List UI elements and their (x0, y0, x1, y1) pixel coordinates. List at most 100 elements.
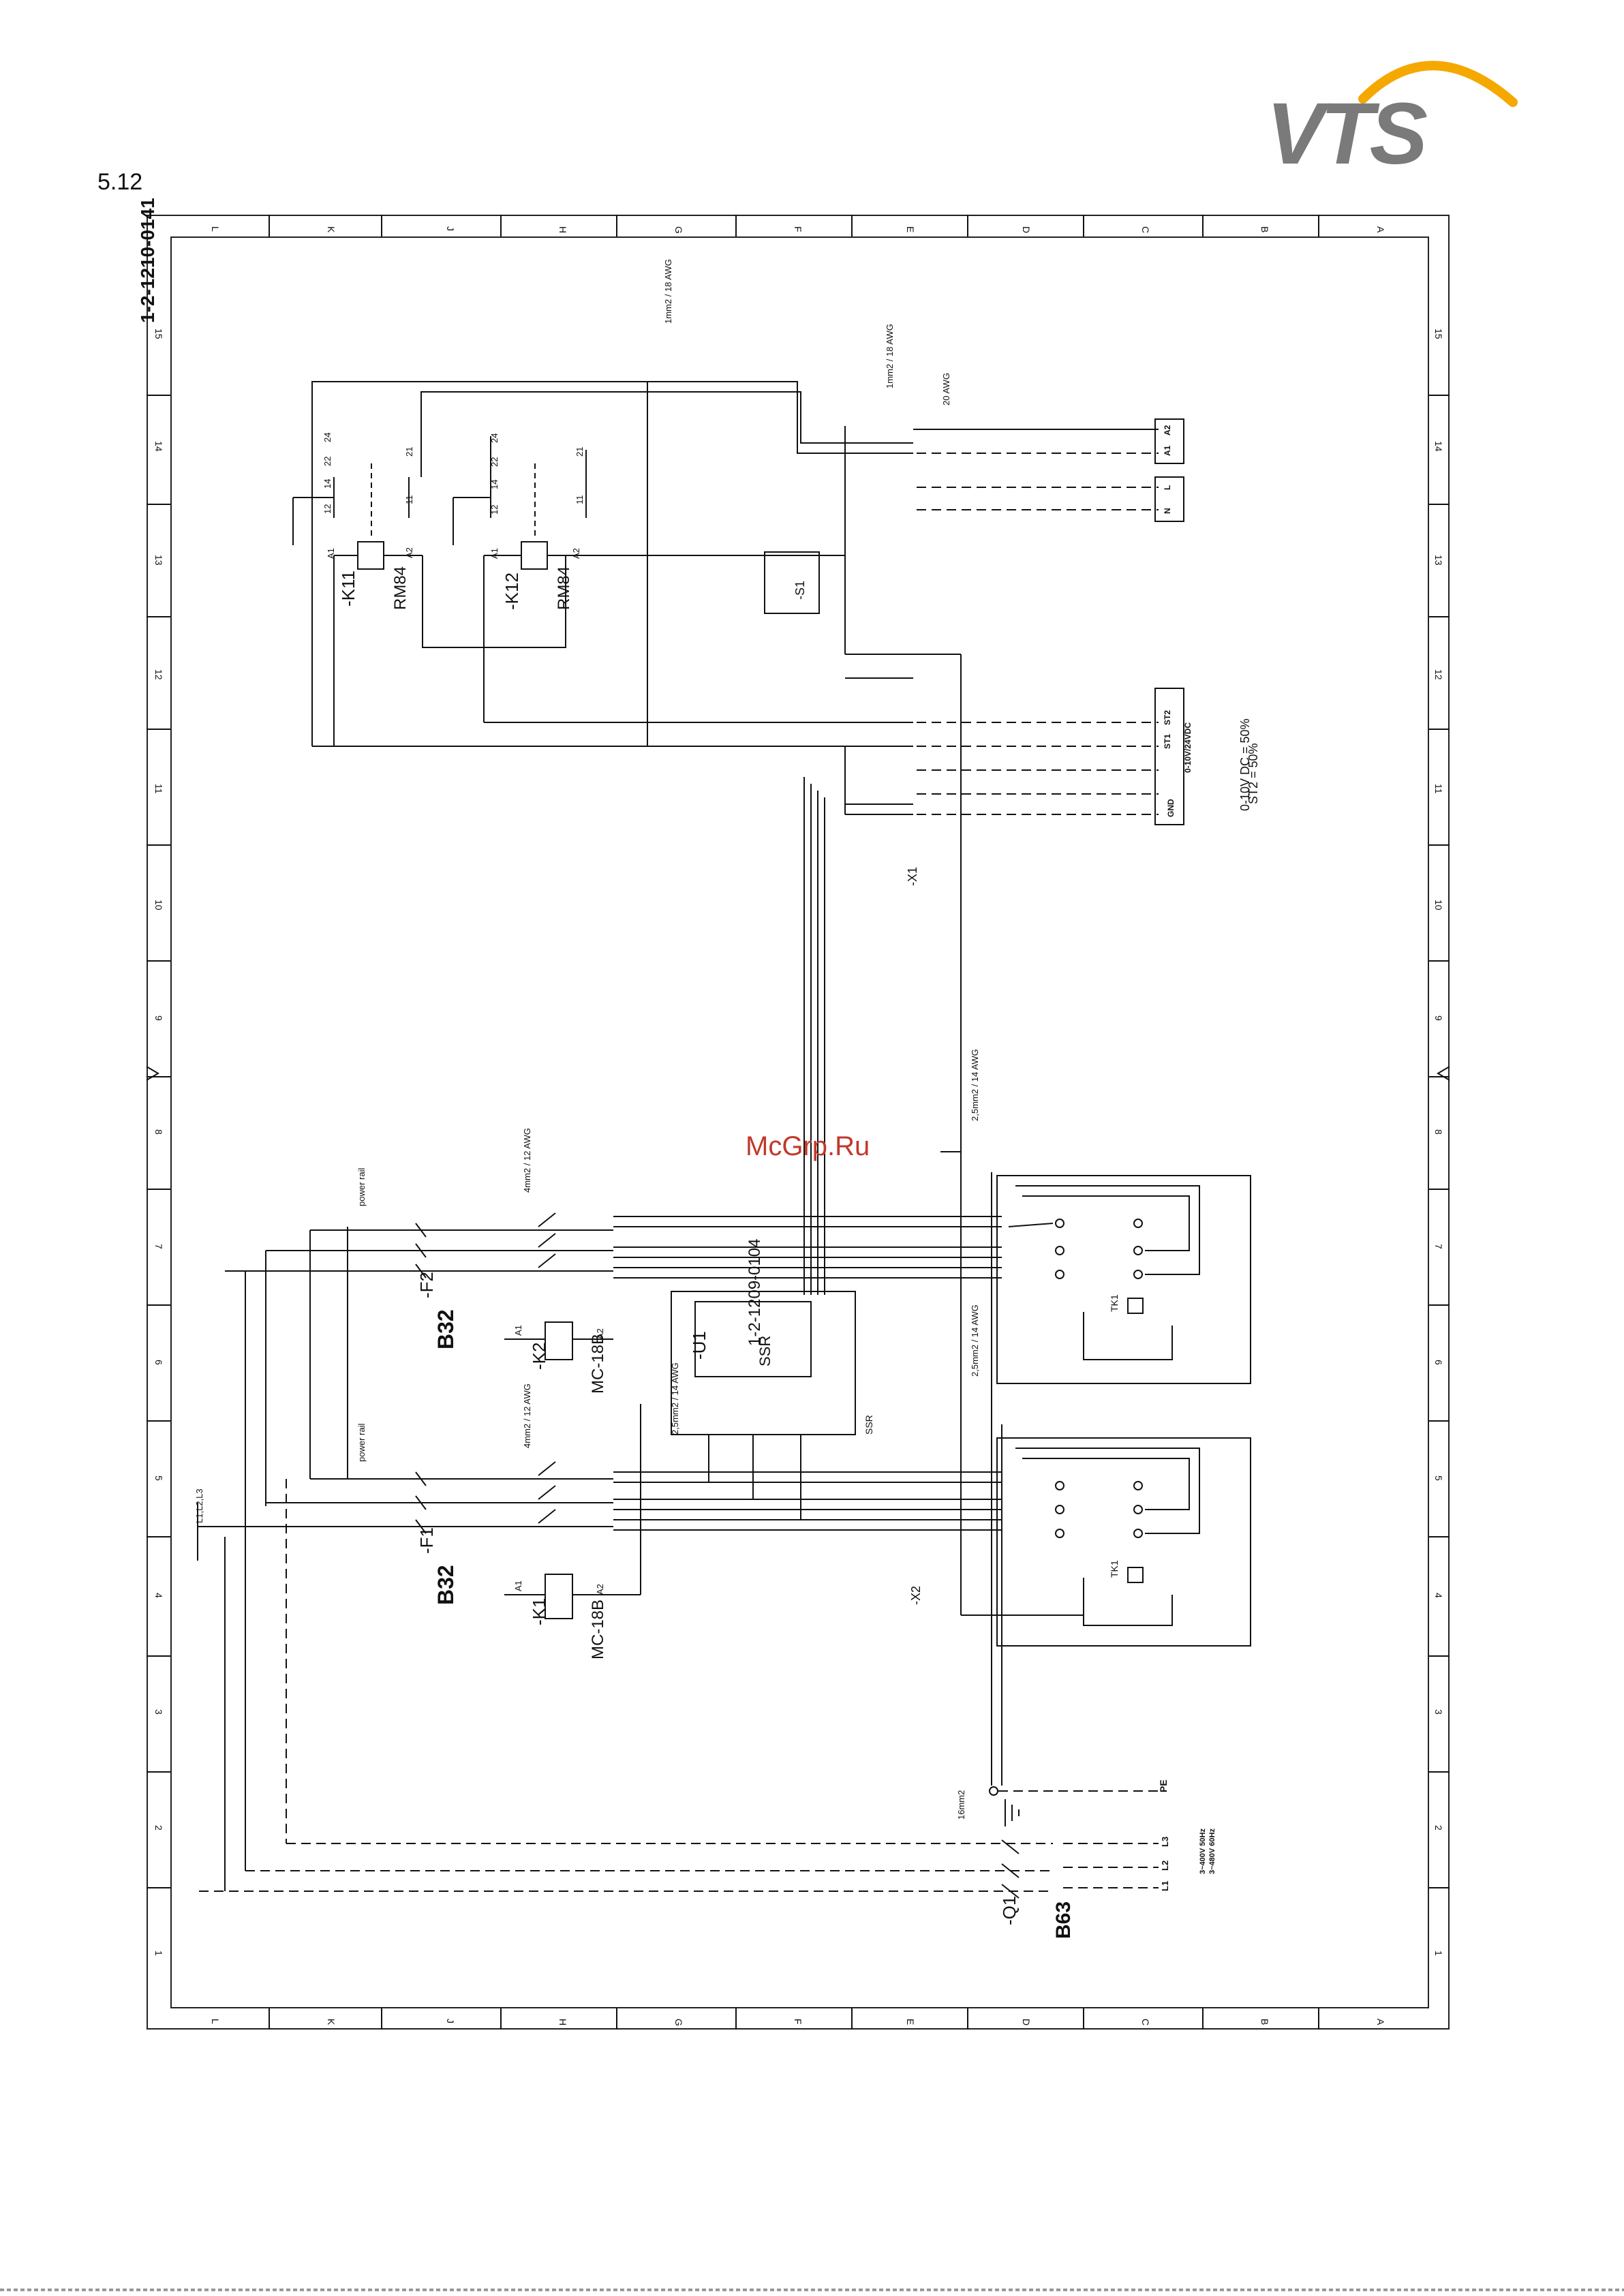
row-letter: L (210, 226, 221, 232)
pe-label: PE (1158, 1779, 1169, 1792)
vts-logo: VTS (1266, 85, 1428, 183)
supply-line-label: L3 (1160, 1837, 1170, 1847)
supply-line-label: L2 (1160, 1861, 1170, 1871)
watermark: McGrp.Ru (746, 1131, 870, 1161)
column-number: 9 (1433, 1015, 1444, 1021)
coil-terminal: A1 (513, 1580, 523, 1591)
row-letter: E (905, 226, 916, 232)
wire-label: 16mm2 (956, 1790, 966, 1820)
drawing-inner-frame (170, 236, 1429, 2008)
row-letters-bottom: L K J H G F E D C B A (210, 2019, 1386, 2026)
column-number: 12 (153, 669, 164, 680)
column-number: 7 (153, 1244, 164, 1249)
row-letter: D (1021, 226, 1032, 233)
wire-label: 20 AWG (941, 373, 951, 405)
contact-number: 22 (489, 457, 500, 467)
terminal-label: A2 (1163, 425, 1172, 435)
row-letter: C (1140, 226, 1151, 233)
breaker-rating: B32 (433, 1565, 458, 1605)
contactor-tag: -K1 (529, 1598, 549, 1625)
row-letter: F (793, 226, 803, 232)
column-number: 14 (153, 441, 164, 452)
contact-number: 11 (574, 495, 585, 505)
supply-spec: 3~480V 60Hz (1208, 1828, 1216, 1874)
coil-terminal: A2 (595, 1584, 605, 1595)
column-number: 11 (1433, 784, 1444, 794)
row-letter: H (557, 2019, 568, 2025)
column-number: 8 (153, 1129, 164, 1135)
control-wiring: -K11 RM84 -K12 RM84 A1 A2 A1 A2 12 14 22… (292, 381, 1159, 1285)
breaker-rating: B32 (433, 1309, 458, 1349)
contact-number: 12 (322, 504, 333, 514)
relay-type: RM84 (391, 566, 410, 610)
contactor-type: MC-18B (589, 1334, 607, 1394)
contact-number: 14 (322, 479, 333, 489)
power-labels: -F2 B32 -F1 B32 -Q1 B63 -K2 MC-18B -K1 M… (416, 1239, 1216, 1939)
column-number: 13 (1433, 555, 1444, 566)
drawing-outer-frame (147, 215, 1450, 2030)
relay-tag: -K12 (502, 572, 522, 610)
row-letter: L (210, 2019, 221, 2024)
relay-tag: -K11 (338, 570, 358, 607)
wire-label: L1,L2,L3 (194, 1488, 204, 1523)
column-number: 5 (153, 1475, 164, 1481)
row-letters-top: L K J H G F E D C B A (210, 226, 1386, 234)
column-number: 13 (153, 555, 164, 566)
contact-number: 21 (404, 447, 414, 457)
column-number: 14 (1433, 441, 1444, 452)
setpoint-note: 0-10V DC = 50% (1238, 718, 1252, 811)
coil-terminal: A2 (571, 548, 581, 559)
row-letter: B (1259, 2019, 1270, 2025)
relay-type: RM84 (555, 566, 573, 610)
row-letter: A (1375, 226, 1386, 233)
terminal-label: 0-10V/24VDC (1183, 722, 1193, 773)
wire-label: power rail (356, 1168, 367, 1206)
contact-number: 14 (489, 480, 500, 489)
row-letter: C (1140, 2019, 1151, 2025)
column-number: 2 (1433, 1825, 1444, 1831)
heater-elements-1 (1008, 1185, 1200, 1360)
row-letter: G (673, 2019, 684, 2026)
row-letter: G (673, 226, 684, 234)
column-number: 10 (153, 900, 164, 910)
row-letter: H (557, 226, 568, 233)
row-letter: J (445, 2019, 456, 2023)
contactor-tag: -K2 (529, 1343, 549, 1370)
wire-label: 4mm2 / 12 AWG (522, 1383, 532, 1448)
terminal-strip-tag: -X2 (909, 1586, 923, 1605)
wire-label: 2,5mm2 / 14 AWG (970, 1049, 980, 1121)
contact-number: 24 (489, 433, 500, 443)
coil-terminal: A1 (489, 548, 500, 559)
terminal-label: ST1 (1163, 734, 1172, 749)
power-wiring (197, 777, 1251, 1899)
section-number: 5.12 (97, 169, 143, 195)
column-number: 1 (1433, 1950, 1444, 1956)
row-letter: K (326, 2019, 337, 2025)
column-number: 15 (153, 328, 164, 339)
supply-spec: 3~400V 50Hz (1199, 1828, 1207, 1874)
row-letter: J (445, 226, 456, 231)
column-numbers-left: 15 14 13 12 11 10 9 8 7 6 5 4 3 2 1 (153, 328, 164, 1956)
breaker-tag: -F2 (416, 1272, 437, 1298)
terminal-label: A1 (1163, 445, 1172, 456)
column-numbers-right: 15 14 13 12 11 10 9 8 7 6 5 4 3 2 1 (1433, 328, 1444, 1956)
row-letter: A (1375, 2019, 1386, 2025)
signal-terminals: A2 A1 L N ST2 ST1 0-10V/24VDC GND 0-10V … (906, 418, 1260, 886)
row-letter: D (1021, 2019, 1032, 2025)
terminal-label: ST2 (1163, 710, 1172, 725)
ssr-label: SSR (756, 1336, 773, 1366)
column-number: 11 (153, 784, 164, 794)
wire-label: 2,5mm2 / 14 AWG (670, 1362, 680, 1435)
wire-label: power rail (356, 1424, 367, 1462)
breaker-tag: -Q1 (999, 1896, 1020, 1925)
contact-number: 21 (574, 447, 585, 457)
heater-elements-2 (1015, 1448, 1200, 1626)
column-number: 1 (153, 1950, 164, 1956)
row-letter: B (1259, 226, 1270, 232)
heater-tag: TK1 (1109, 1560, 1120, 1578)
column-number: 15 (1433, 328, 1444, 339)
coil-terminal: A2 (404, 547, 414, 558)
column-number: 7 (1433, 1244, 1444, 1249)
contact-number: 11 (404, 495, 414, 505)
